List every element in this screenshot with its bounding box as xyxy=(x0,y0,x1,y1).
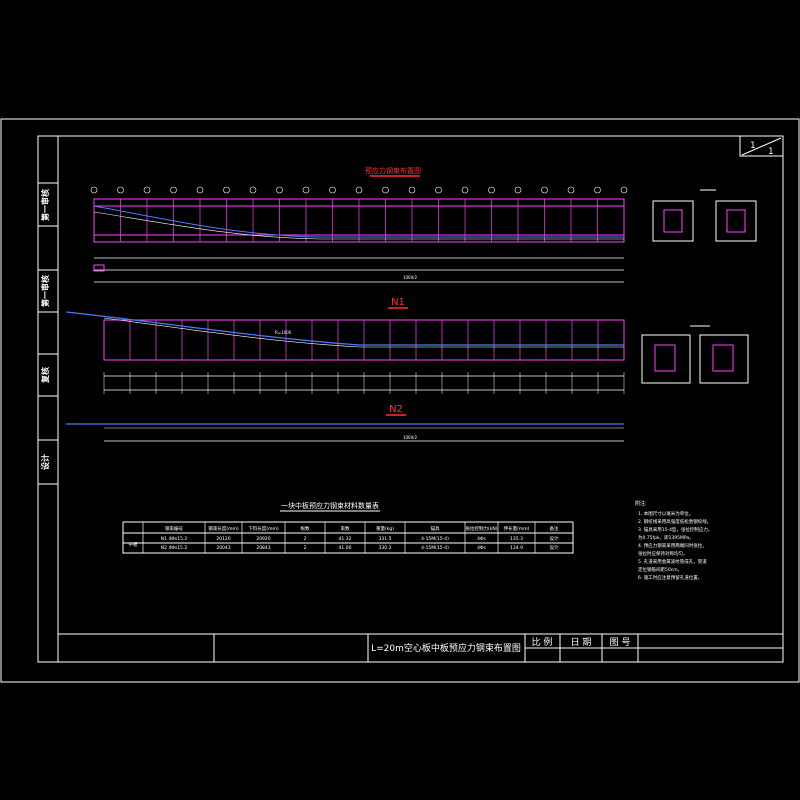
page-number: 1 xyxy=(750,141,756,151)
note-item: 4. 预应力钢束采用两端同时张拉， xyxy=(638,542,707,549)
title-block: L=20m空心板中板预应力钢束布置图 比 例 日 期 图 号 xyxy=(58,633,783,662)
table-cell: 134.9 xyxy=(510,545,523,551)
cross-sections xyxy=(641,189,757,384)
plan-section-bubble xyxy=(514,186,522,194)
plan-section-bubble xyxy=(249,186,257,194)
notes: 附注: 1. 本图尺寸以毫米为单位。2. 钢绞线采用高强度低松弛钢绞线。3. 锚具… xyxy=(635,500,712,581)
plan-section-lines xyxy=(93,199,625,242)
note-item: 张拉时应保持对称均匀。 xyxy=(638,550,688,557)
table-cell: 4-15M(15-4) xyxy=(421,545,449,551)
note-item: 定位钢筋间距50cm。 xyxy=(638,566,682,573)
inner-frame xyxy=(37,135,784,663)
side-label-4: 设计 xyxy=(40,454,50,470)
plan-section-bubble xyxy=(382,186,389,194)
table-cell: 135.3 xyxy=(510,536,523,542)
curve-label: R=1000 xyxy=(275,330,292,335)
plan-section-bubble xyxy=(117,186,124,194)
side-label-2: 第一审核 xyxy=(40,275,50,307)
plan-section-bubble xyxy=(541,186,548,194)
dimension-marks xyxy=(103,372,625,394)
table-header-cell: 钢束长度(mm) xyxy=(208,525,239,532)
table-header-cell: 束数 xyxy=(341,525,350,532)
plan-section-markers xyxy=(90,186,628,194)
table-header-cell: 钢束编号 xyxy=(165,525,183,532)
tendon-n1 xyxy=(65,311,624,346)
note-item: 5. 孔道采用金属波纹管成孔，管道 xyxy=(638,558,707,565)
table-cell: 20043 xyxy=(216,545,230,551)
note-item: 1. 本图尺寸以毫米为单位。 xyxy=(638,510,693,517)
table-cell: 4Φs xyxy=(477,536,486,542)
table-header-cell: 张拉控制力(kN) xyxy=(466,525,498,532)
elevation-section-lines xyxy=(103,320,625,360)
table-header-cell: 锚具 xyxy=(431,525,440,532)
table-cell: 设计 xyxy=(550,544,559,551)
table-header-cell: 备注 xyxy=(550,525,559,532)
note-item: 3. 锚具采用15-4型，张拉控制应力。 xyxy=(638,526,712,533)
table-row-group: 中板 xyxy=(129,541,138,548)
table-cell: 41.32 xyxy=(339,536,352,542)
side-label-1: 第一审核 xyxy=(40,189,50,221)
table-cell: 20120 xyxy=(216,536,230,542)
number-label: 图 号 xyxy=(610,637,631,648)
plan-section-bubble xyxy=(594,186,601,194)
page-index: 1 1 xyxy=(739,135,784,157)
plan-section-bubble xyxy=(276,186,283,194)
plan-tendon xyxy=(93,205,624,238)
table-cell: 4Φs xyxy=(477,545,486,551)
date-label: 日 期 xyxy=(571,637,592,648)
drawing-title: L=20m空心板中板预应力钢束布置图 xyxy=(371,642,521,654)
note-item: 6. 施工时应注意预留孔道位置。 xyxy=(638,574,702,581)
plan-section-bubble xyxy=(196,186,204,194)
table-header-cell: 重量(kg) xyxy=(376,525,394,532)
plan-section-bubble xyxy=(567,186,575,194)
plan-title: 预应力钢束布置图 xyxy=(365,166,421,175)
plan-section-bubble xyxy=(355,186,363,194)
table-header-cell: 下料长度(mm) xyxy=(248,525,279,532)
table-header-cell: 伸长量(mm) xyxy=(504,525,530,532)
plan-view: 预应力钢束布置图 1000/2 xyxy=(90,166,628,283)
plan-section-bubble xyxy=(90,186,98,194)
scale-label: 比 例 xyxy=(532,636,553,648)
page-total: 1 xyxy=(768,147,774,157)
plan-section-bubble xyxy=(143,186,151,194)
plan-section-bubble xyxy=(435,186,442,194)
side-label-3: 复核 xyxy=(40,367,50,384)
plan-section-bubble xyxy=(620,186,628,194)
material-table: 一块中板预应力钢束材料数量表 钢束编号 钢束长度(mm) 下料长度(mm) 根数 束数 重… xyxy=(122,501,574,554)
notes-heading: 附注: xyxy=(635,500,647,507)
note-item: 为0.75fpk，即1395MPa。 xyxy=(638,534,694,541)
elevation-view: N1 R=1000 N2 1000/2 xyxy=(65,297,625,442)
label-n2: N2 xyxy=(389,404,403,415)
table-cell: 4-15M(15-4) xyxy=(421,536,449,542)
plan-section-bubble xyxy=(329,186,336,194)
outer-frame xyxy=(0,118,800,683)
table-cell: N2 4Φs15.2 xyxy=(161,545,188,551)
plan-total-label: 1000/2 xyxy=(403,275,418,280)
table-cell: 20843 xyxy=(256,545,270,551)
label-n1: N1 xyxy=(391,297,405,308)
table-cell: 设计 xyxy=(550,535,559,542)
n2-total-label: 1000/2 xyxy=(403,435,418,440)
table-cell: N1 4Φs15.2 xyxy=(161,536,188,542)
plan-section-bubble xyxy=(223,186,230,194)
table-cell: 2 xyxy=(304,536,307,542)
note-item: 2. 钢绞线采用高强度低松弛钢绞线。 xyxy=(638,518,711,525)
plan-section-bubble xyxy=(302,186,310,194)
table-cell: 331.5 xyxy=(379,536,392,542)
table-cell: 20920 xyxy=(256,536,270,542)
table-cell: 41.00 xyxy=(339,545,352,551)
plan-section-bubble xyxy=(408,186,416,194)
plan-section-bubble xyxy=(488,186,495,194)
table-cell: 330.2 xyxy=(379,545,392,551)
table-cell: 2 xyxy=(304,545,307,551)
table-title: 一块中板预应力钢束材料数量表 xyxy=(281,501,379,510)
plan-section-bubble xyxy=(170,186,177,194)
side-strip: 第一审核 第一审核 复核 设计 xyxy=(38,182,58,485)
table-header-cell: 根数 xyxy=(301,525,310,532)
plan-section-bubble xyxy=(461,186,469,194)
